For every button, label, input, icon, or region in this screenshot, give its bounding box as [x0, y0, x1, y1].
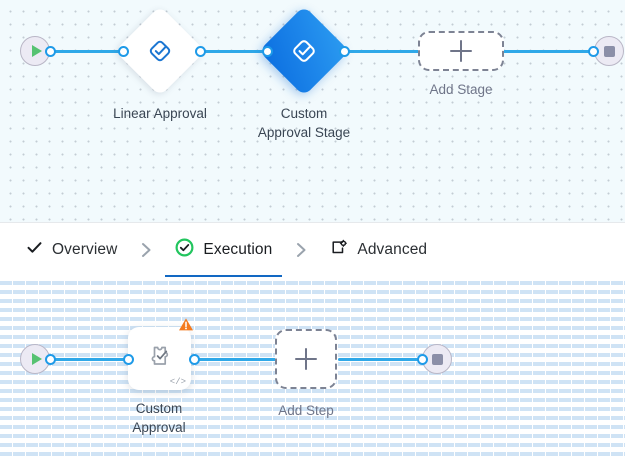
add-step-label: Add Step	[278, 403, 334, 418]
stop-icon	[603, 45, 615, 57]
play-icon	[31, 353, 42, 365]
add-step-button[interactable]	[275, 329, 337, 389]
tab-overview[interactable]: Overview	[14, 223, 129, 278]
custom-approval-stage-output-port[interactable]	[339, 46, 350, 57]
check-icon	[26, 239, 43, 261]
step-flow-canvas[interactable]: </> Custom Approval Add Step	[0, 277, 625, 461]
custom-task-icon	[145, 341, 175, 376]
edge-start-to-custom-approval	[48, 358, 130, 361]
tab-advanced[interactable]: Advanced	[318, 223, 439, 278]
approval-stage-icon	[288, 35, 320, 67]
tab-execution[interactable]: Execution	[163, 223, 284, 278]
custom-approval-stage-input-port[interactable]	[262, 46, 273, 57]
step-end-input-port[interactable]	[417, 354, 428, 365]
stage-start-output-port[interactable]	[45, 46, 56, 57]
step-caption-custom-approval: Custom Approval	[132, 401, 186, 435]
custom-approval-input-port[interactable]	[123, 354, 134, 365]
plus-icon	[295, 348, 317, 370]
add-stage-button[interactable]	[418, 31, 504, 71]
edge-custom-approval-to-add	[194, 358, 276, 361]
step-node-custom-approval[interactable]: </>	[128, 318, 193, 390]
check-circle-icon	[175, 238, 194, 262]
stage-caption-custom-approval-stage: Custom Approval Stage	[257, 106, 351, 140]
breadcrumb-separator	[284, 242, 318, 258]
edge-custom-to-add	[341, 50, 421, 53]
linear-approval-output-port[interactable]	[195, 46, 206, 57]
edge-add-to-end	[503, 50, 591, 53]
stop-icon	[431, 353, 443, 365]
approval-stage-icon	[145, 36, 175, 66]
tab-advanced-label: Advanced	[357, 241, 428, 258]
stage-caption-linear-approval: Linear Approval	[113, 106, 207, 121]
workflow-breadcrumb-tabs: Overview Execution	[0, 222, 625, 278]
breadcrumb-separator	[129, 242, 163, 258]
add-stage-label: Add Stage	[429, 82, 493, 97]
step-start-output-port[interactable]	[45, 354, 56, 365]
warning-icon	[178, 317, 194, 337]
stage-node-custom-approval-stage[interactable]	[258, 5, 350, 97]
code-glyph-icon: </>	[169, 377, 186, 387]
stage-node-linear-approval[interactable]	[114, 5, 206, 97]
settings-window-icon	[330, 239, 348, 262]
edge-start-to-linear	[48, 50, 123, 53]
stage-end-input-port[interactable]	[588, 46, 599, 57]
edge-add-to-end	[338, 358, 420, 361]
plus-icon	[450, 40, 472, 62]
linear-approval-input-port[interactable]	[118, 46, 129, 57]
stage-flow-canvas[interactable]: Linear Approval Custom Approval Stage Ad…	[0, 0, 625, 222]
play-icon	[31, 45, 42, 57]
tab-execution-label: Execution	[203, 241, 273, 258]
custom-approval-output-port[interactable]	[189, 354, 200, 365]
edge-linear-to-custom	[200, 50, 270, 53]
tab-overview-label: Overview	[52, 241, 118, 258]
